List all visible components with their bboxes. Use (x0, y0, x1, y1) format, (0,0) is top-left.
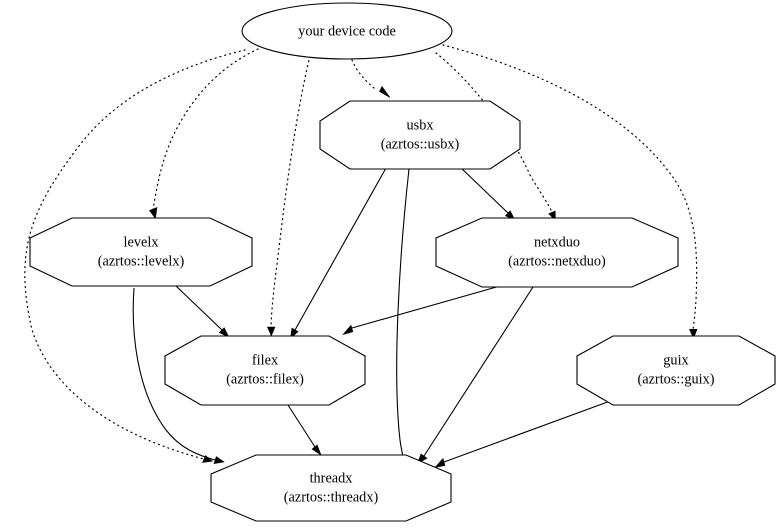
edge-netxduo-filex (342, 285, 501, 336)
node-threadx[interactable]: threadx (azrtos::threadx) (210, 454, 452, 522)
node-shape-octagon (435, 217, 679, 288)
node-label-filex-line1: filex (252, 352, 278, 368)
edge-usbx-netxduo (458, 165, 516, 222)
node-levelx[interactable]: levelx (azrtos::levelx) (29, 217, 253, 287)
node-label-levelx-line1: levelx (124, 234, 159, 250)
node-shape-octagon (319, 100, 521, 170)
edge-levelx-threadx (132, 287, 225, 464)
node-shape-ellipse (241, 2, 453, 60)
node-label-netxduo-line1: netxduo (534, 234, 580, 250)
node-label-guix-line2: (azrtos::guix) (637, 371, 714, 387)
node-netxduo[interactable]: netxduo (azrtos::netxduo) (435, 217, 679, 288)
node-shape-octagon (29, 217, 253, 287)
edge-device-usbx (351, 59, 391, 98)
edge-filex-threadx (287, 404, 322, 456)
node-guix[interactable]: guix (azrtos::guix) (576, 335, 776, 406)
edge-group-dotted (24, 44, 698, 463)
node-shape-octagon (210, 454, 452, 522)
node-label-usbx-line1: usbx (406, 117, 433, 133)
node-label-threadx-line2: (azrtos::threadx) (284, 489, 379, 505)
node-your-device-code[interactable]: your device code (241, 2, 453, 60)
node-label-netxduo-line2: (azrtos::netxduo) (508, 253, 606, 269)
node-label-threadx-line1: threadx (310, 470, 353, 486)
edge-usbx-threadx (396, 168, 410, 467)
node-label-guix-line1: guix (663, 352, 688, 368)
node-usbx[interactable]: usbx (azrtos::usbx) (319, 100, 521, 170)
edge-guix-threadx (434, 399, 614, 468)
edge-levelx-filex (175, 285, 230, 339)
node-shape-octagon (576, 335, 776, 406)
edge-netxduo-threadx (416, 286, 534, 465)
node-label-device: your device code (298, 23, 396, 39)
node-label-usbx-line2: (azrtos::usbx) (381, 136, 460, 152)
edge-device-levelx (149, 48, 259, 220)
node-group: your device code usbx (azrtos::usbx) lev… (29, 2, 776, 522)
node-shape-octagon (164, 335, 366, 406)
node-label-levelx-line2: (azrtos::levelx) (98, 253, 185, 269)
edge-device-filex (266, 55, 311, 337)
edge-group-solid (132, 165, 614, 468)
edge-usbx-filex (290, 167, 387, 340)
edge-device-guix (442, 44, 698, 340)
node-label-filex-line2: (azrtos::filex) (226, 371, 304, 387)
node-filex[interactable]: filex (azrtos::filex) (164, 335, 366, 406)
